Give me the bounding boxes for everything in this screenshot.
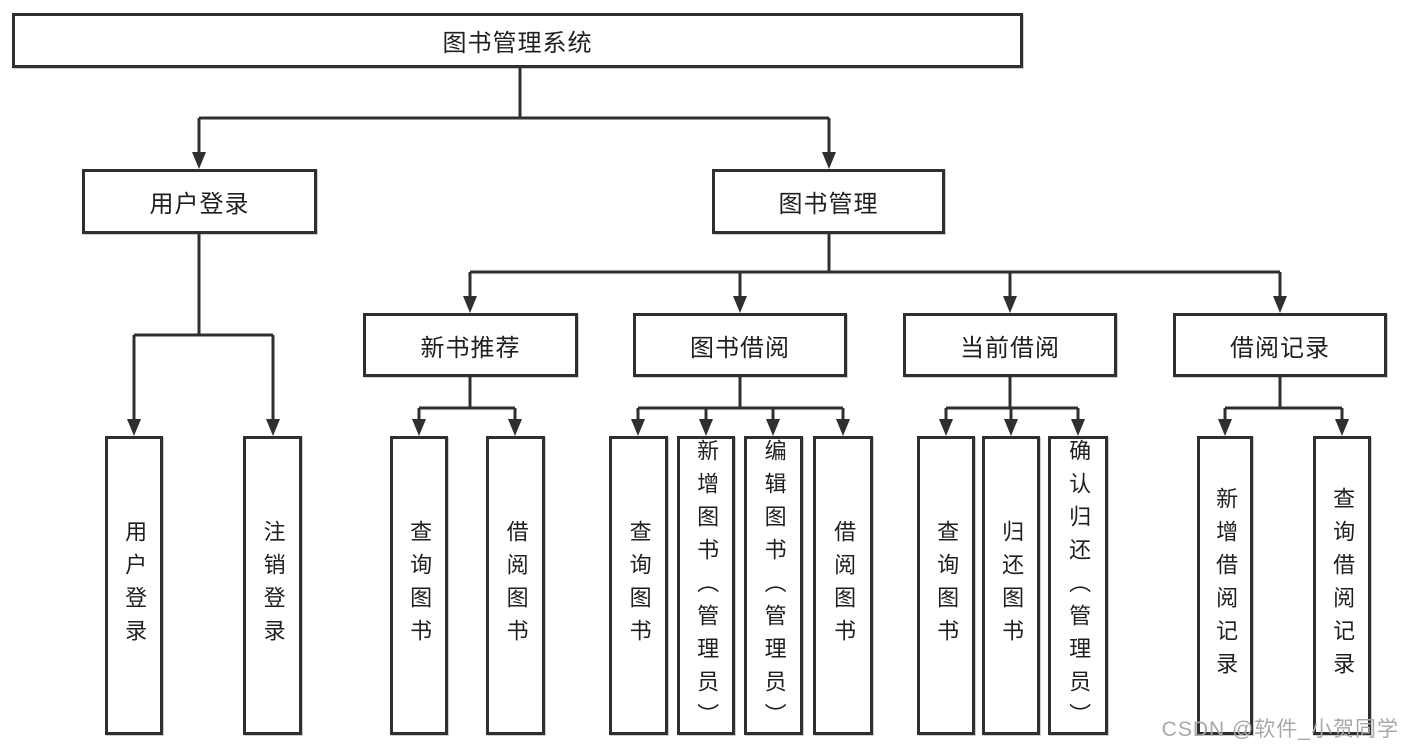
node-new-book-recommend: 新书推荐	[363, 313, 578, 377]
node-current-borrow: 当前借阅	[903, 313, 1117, 377]
csdn-watermark: CSDN @软件_小贺同学	[1161, 718, 1399, 741]
leaf-borrow-book-label: 借阅图书	[831, 519, 857, 652]
node-book-borrow: 图书借阅	[633, 313, 847, 377]
leaf-borrow-query-label: 查询图书	[626, 519, 652, 652]
node-root-label: 图书管理系统	[442, 30, 593, 57]
leaf-logout-label: 注销登录	[260, 519, 286, 652]
leaf-newbooks-query: 查询图书	[390, 436, 448, 735]
leaf-return-book-label: 归还图书	[999, 519, 1025, 652]
leaf-borrow-add-admin-label: 新增图书（管理员）	[694, 439, 720, 736]
leaf-return-book: 归还图书	[982, 436, 1040, 735]
node-book-management: 图书管理	[712, 169, 945, 234]
node-new-book-recommend-label: 新书推荐	[420, 334, 521, 362]
leaf-borrow-add-admin: 新增图书（管理员）	[677, 436, 735, 736]
node-root: 图书管理系统	[12, 13, 1023, 68]
node-current-borrow-label: 当前借阅	[960, 334, 1060, 362]
leaf-current-query: 查询图书	[917, 436, 975, 735]
node-borrow-records-label: 借阅记录	[1230, 334, 1330, 362]
leaf-newbooks-borrow: 借阅图书	[486, 436, 545, 735]
node-borrow-records: 借阅记录	[1173, 313, 1387, 377]
leaf-current-query-label: 查询图书	[934, 519, 960, 652]
leaf-user-login: 用户登录	[105, 436, 163, 735]
leaf-borrow-edit-admin-label: 编辑图书（管理员）	[761, 439, 787, 736]
connector-path	[132, 68, 1344, 421]
leaf-confirm-return-admin: 确认归还（管理员）	[1048, 436, 1108, 736]
leaf-borrow-book: 借阅图书	[813, 436, 873, 735]
leaf-confirm-return-admin-label: 确认归还（管理员）	[1066, 439, 1092, 736]
leaf-add-borrow-record: 新增借阅记录	[1197, 436, 1253, 735]
node-book-borrow-label: 图书借阅	[690, 334, 790, 362]
leaf-user-login-label: 用户登录	[122, 519, 148, 652]
leaf-query-borrow-record-label: 查询借阅记录	[1330, 486, 1356, 685]
leaf-newbooks-borrow-label: 借阅图书	[503, 519, 529, 652]
node-user-login-label: 用户登录	[149, 191, 250, 218]
leaf-newbooks-query-label: 查询图书	[407, 519, 433, 652]
leaf-add-borrow-record-label: 新增借阅记录	[1213, 486, 1239, 685]
node-book-management-label: 图书管理	[778, 191, 879, 218]
leaf-logout: 注销登录	[243, 436, 302, 735]
leaf-query-borrow-record: 查询借阅记录	[1313, 436, 1371, 735]
leaf-borrow-query: 查询图书	[609, 436, 668, 735]
leaf-borrow-edit-admin: 编辑图书（管理员）	[744, 436, 803, 736]
node-user-login: 用户登录	[82, 169, 317, 234]
